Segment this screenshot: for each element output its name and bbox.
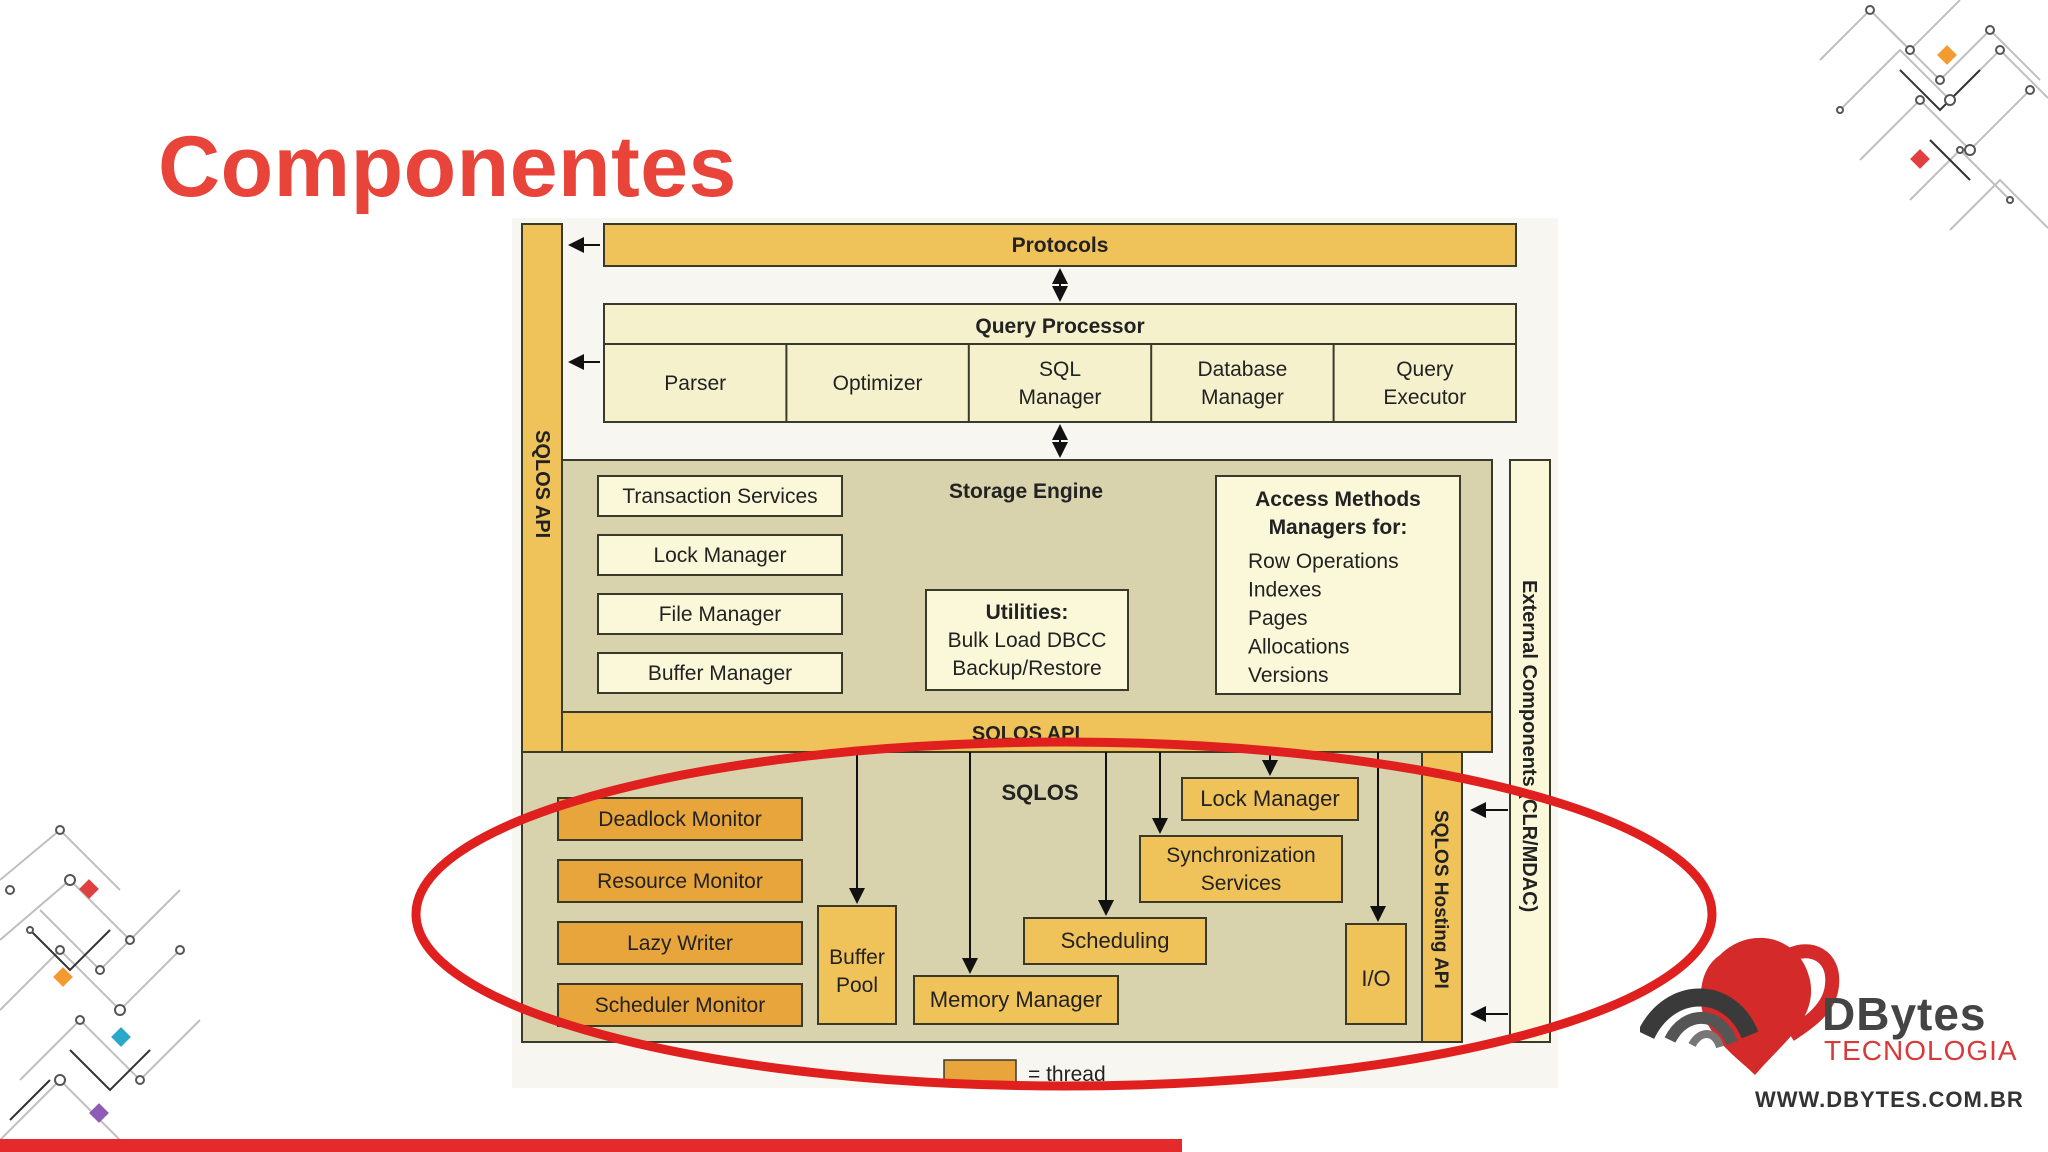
- utilities-text: Utilities: Bulk Load DBCC Backup/Restore: [948, 601, 1107, 680]
- query-processor-box: [603, 303, 1517, 423]
- slide-title: Componentes: [158, 119, 737, 215]
- query-processor-cells: Parser Optimizer SQL Manager DatabaseManager…: [664, 344, 1466, 422]
- sqlos-hosting-api-bar: [1421, 751, 1463, 1043]
- dbytes-logo-name: DBytes: [1822, 988, 1987, 1040]
- sqlos-title: SQLOS: [1001, 780, 1078, 805]
- access-methods-box: [1215, 475, 1461, 695]
- protocols-box: [603, 223, 1517, 267]
- thread-box-3: [557, 983, 803, 1027]
- storage-engine-box-label-2: File Manager: [659, 603, 782, 626]
- access-methods-item-2: Pages: [1248, 607, 1308, 630]
- sqlos-lock-manager-label: Lock Manager: [1200, 786, 1339, 811]
- buffer-pool-box: [817, 905, 897, 1025]
- protocols-label: Protocols: [1012, 234, 1109, 257]
- sqlos-api-left-label: SQLOS API: [531, 430, 553, 538]
- sqlos-hosting-api-label: SQLOS Hosting API: [1430, 810, 1451, 989]
- thread-box-label-3: Scheduler Monitor: [595, 994, 765, 1017]
- bottom-accent-bar: [0, 1139, 1182, 1152]
- dbytes-logo-subtitle: TECNOLOGIA: [1824, 1035, 2018, 1066]
- qp-cell-2-line-1: Manager: [1019, 386, 1102, 409]
- utilities-line-1: Bulk Load DBCC: [948, 629, 1107, 652]
- scheduling-label: Scheduling: [1061, 928, 1170, 953]
- access-methods-item-0: Row Operations: [1248, 550, 1399, 573]
- circuit-decoration-top-right: [1819, 0, 2048, 231]
- storage-engine-title: Storage Engine: [949, 480, 1103, 503]
- dbytes-logo-mark: [1640, 937, 1840, 1075]
- sync-services-line-1: Services: [1201, 872, 1282, 895]
- thread-box-1: [557, 859, 803, 903]
- legend-thread-label: = thread: [1028, 1063, 1106, 1086]
- storage-engine-box-0: [597, 475, 843, 517]
- thread-box-label-0: Deadlock Monitor: [598, 808, 761, 831]
- access-methods-item-4: Versions: [1248, 664, 1329, 687]
- storage-engine-box-label-0: Transaction Services: [622, 485, 817, 508]
- highlight-ellipse: [411, 737, 1717, 1091]
- external-components-label: External Components (CLR/MDAC): [1518, 580, 1540, 912]
- query-processor-title: Query Processor: [975, 315, 1144, 338]
- synchronization-services-box: [1139, 835, 1343, 903]
- utilities-line-0: Utilities:: [986, 601, 1069, 624]
- sync-services-line-0: Synchronization: [1166, 844, 1315, 867]
- external-components-bar: [1509, 459, 1551, 1043]
- thread-box-label-2: Lazy Writer: [627, 932, 733, 955]
- buffer-pool-line-1: Pool: [836, 974, 878, 997]
- access-methods-item-1: Indexes: [1248, 579, 1322, 602]
- qp-cell-0-line-0: Parser: [664, 372, 726, 395]
- thread-box-0: [557, 797, 803, 841]
- sqlos-lock-manager-box: [1181, 777, 1359, 821]
- storage-engine-box-3: [597, 652, 843, 694]
- access-methods-item-3: Allocations: [1248, 636, 1350, 659]
- qp-cell-4-line-1: Executor: [1383, 386, 1466, 409]
- circuit-decoration-bottom-left: [0, 825, 201, 1141]
- qp-cell-2-line-0: SQL: [1039, 358, 1081, 381]
- buffer-pool-line-0: Buffer: [829, 946, 885, 969]
- utilities-line-2: Backup/Restore: [952, 657, 1101, 680]
- sqlos-arrows: [849, 752, 1386, 974]
- scheduling-box: [1023, 917, 1207, 965]
- access-methods-heading-1: Managers for:: [1269, 516, 1408, 539]
- qp-cell-1-line-0: Optimizer: [833, 372, 923, 395]
- memory-manager-label: Memory Manager: [930, 987, 1102, 1012]
- thread-box-2: [557, 921, 803, 965]
- dbytes-logo-url: WWW.DBYTES.COM.BR: [1755, 1087, 2024, 1112]
- qp-cell-4-line-0: Query: [1396, 358, 1454, 381]
- memory-manager-box: [913, 975, 1119, 1025]
- storage-engine-box-1: [597, 534, 843, 576]
- storage-engine-box-label-3: Buffer Manager: [648, 662, 792, 685]
- dbytes-logo: DBytes TECNOLOGIA WWW.DBYTES.COM.BR: [1640, 925, 2040, 1125]
- qp-cell-3-line-0: Database: [1197, 358, 1287, 381]
- utilities-box: [925, 589, 1129, 691]
- io-label: I/O: [1361, 966, 1390, 991]
- storage-engine-box-label-1: Lock Manager: [653, 544, 786, 567]
- access-methods-heading-0: Access Methods: [1255, 488, 1421, 511]
- io-box: [1345, 923, 1407, 1025]
- qp-cell-3-line-1: Manager: [1201, 386, 1284, 409]
- storage-engine-box-2: [597, 593, 843, 635]
- thread-box-label-1: Resource Monitor: [597, 870, 763, 893]
